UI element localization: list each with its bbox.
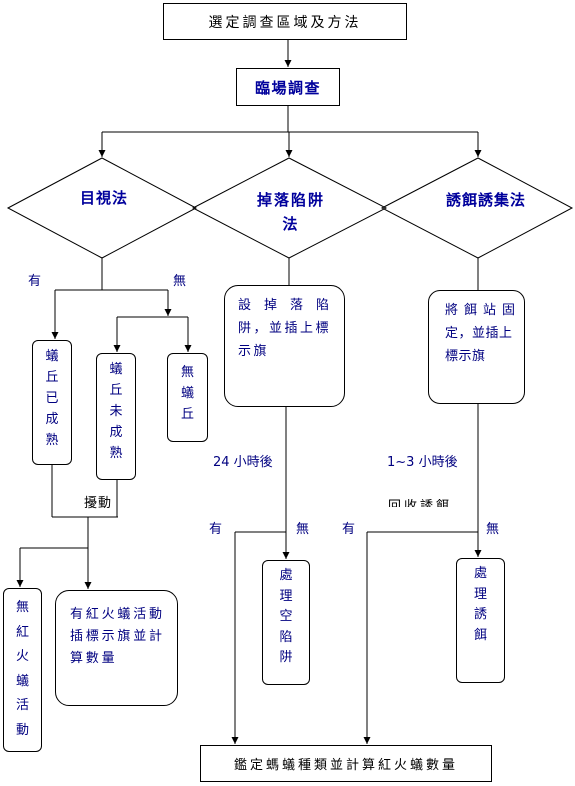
activity-box: 有紅火蟻活動 插標示旗並計 算數量 <box>55 590 178 706</box>
start-label: 選定調查區域及方法 <box>208 14 362 31</box>
bait-wait-label: 1~3 小時後 <box>387 455 458 470</box>
mound-immature-label: 蟻丘未成熟 <box>109 362 123 461</box>
bait-yes-label: 有 <box>342 522 356 537</box>
decision-bait <box>380 157 574 259</box>
mound-mature-box: 蟻丘已成熟 <box>32 340 72 465</box>
no-mound-box: 無蟻丘 <box>167 353 208 442</box>
trap-no-label: 無 <box>296 522 310 537</box>
start-box: 選定調查區域及方法 <box>163 3 407 40</box>
bait-process-box: 處理誘餌 <box>456 558 505 683</box>
decision-trap <box>191 157 388 259</box>
bait-setup-line: 標示旗 <box>445 349 486 364</box>
bait-setup-box: 將餌站固 定，並插上 標示旗 <box>428 290 525 404</box>
mound-mature-label: 蟻丘已成熟 <box>45 349 59 448</box>
bait-process-label: 處理誘餌 <box>473 566 487 643</box>
activity-line: 插標示旗並計 <box>70 629 165 644</box>
end-label: 鑑定螞蟻種類並計算紅火蟻數量 <box>233 758 458 773</box>
trap-empty-label: 處理空陷阱 <box>279 568 293 665</box>
bait-setup-text: 將餌站固 定，並插上 標示旗 <box>429 291 524 368</box>
activity-line: 有紅火蟻活動 <box>70 607 165 622</box>
trap-setup-line: 阱，並插上標 <box>238 321 332 336</box>
bait-setup-line: 定，並插上 <box>445 326 513 341</box>
trap-yes-label: 有 <box>209 522 223 537</box>
survey-box: 臨場調查 <box>236 68 340 106</box>
mound-immature-box: 蟻丘未成熟 <box>96 353 136 480</box>
activity-text: 有紅火蟻活動 插標示旗並計 算數量 <box>56 591 177 670</box>
bait-recover-label: 回收誘餌 <box>388 499 453 507</box>
method-visual-label: 目視法 <box>79 189 128 207</box>
decision-visual <box>6 157 198 259</box>
method-trap-label: 掉落陷阱 法 <box>241 188 341 236</box>
method-trap-line: 法 <box>282 215 300 233</box>
trap-wait-label: 24 小時後 <box>213 455 273 470</box>
method-bait-label: 誘餌誘集法 <box>445 191 526 209</box>
end-box: 鑑定螞蟻種類並計算紅火蟻數量 <box>200 745 492 782</box>
bait-recover-clip: 回收誘餌 <box>388 499 460 507</box>
method-trap-line: 掉落陷阱 <box>256 191 325 209</box>
trap-setup-box: 設掉落陷 阱，並插上標 示旗 <box>224 285 345 407</box>
trap-setup-line: 示旗 <box>238 344 270 359</box>
visual-yes-label: 有 <box>28 274 42 289</box>
trap-setup-line: 設掉落陷 <box>238 298 343 313</box>
no-activity-box: 無紅火蟻活動 <box>3 588 42 752</box>
bait-no-label: 無 <box>486 522 500 537</box>
survey-label: 臨場調查 <box>254 78 321 97</box>
bait-setup-line: 將餌站固 <box>445 303 522 318</box>
visual-no-label: 無 <box>173 274 187 289</box>
disturb-label: 擾動 <box>84 496 113 511</box>
trap-empty-box: 處理空陷阱 <box>262 560 310 685</box>
trap-setup-text: 設掉落陷 阱，並插上標 示旗 <box>225 286 344 363</box>
no-mound-label: 無蟻丘 <box>180 365 194 422</box>
no-activity-label: 無紅火蟻活動 <box>15 600 29 738</box>
activity-line: 算數量 <box>70 651 118 666</box>
